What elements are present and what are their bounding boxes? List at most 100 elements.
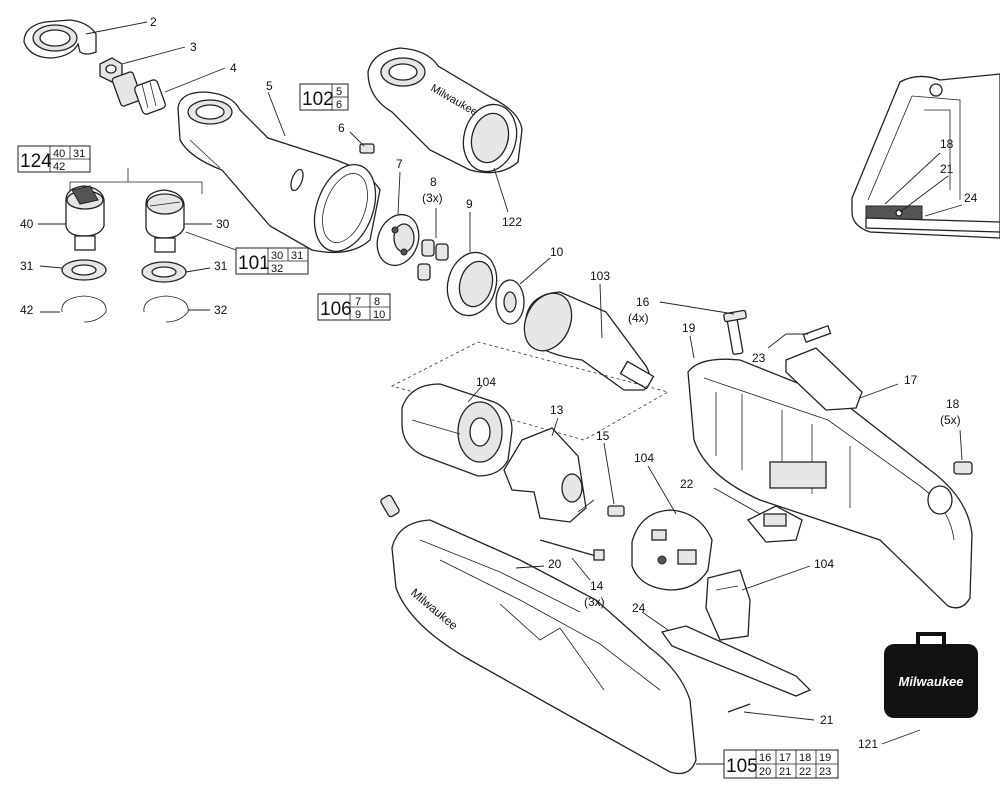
part-19-housing-half — [687, 335, 973, 609]
part-7-carrier — [376, 171, 420, 267]
part-4-anvil — [111, 67, 226, 115]
part-103-motor — [523, 283, 655, 391]
part-42-32-clips — [40, 295, 210, 323]
kit-101-id: 101 — [238, 253, 270, 274]
callout-18-right: 18 — [946, 397, 960, 411]
callout-40: 40 — [20, 217, 34, 231]
part-18-screw — [953, 429, 973, 475]
callout-18-top: 18 — [940, 137, 954, 151]
callout-5: 5 — [266, 79, 273, 93]
callout-103: 103 — [590, 269, 610, 283]
callout-122: 122 — [502, 215, 522, 229]
callout-22: 22 — [680, 477, 694, 491]
callout-14-qty: (3x) — [584, 595, 605, 609]
callout-2: 2 — [150, 15, 157, 29]
kit-124-b: 31 — [73, 148, 85, 160]
part-30-anvil — [145, 189, 237, 253]
part-104-pcb — [631, 465, 713, 591]
part-15-screw — [603, 442, 625, 517]
callout-14: 14 — [590, 579, 604, 593]
part-31-washers — [39, 259, 211, 283]
part-2-yoke — [23, 19, 148, 59]
callout-31-left: 31 — [20, 259, 34, 273]
kit-105-g: 22 — [799, 766, 811, 778]
kit-106-b: 8 — [374, 296, 380, 308]
callout-9: 9 — [466, 197, 473, 211]
kit-101-a: 30 — [271, 250, 283, 262]
callout-13: 13 — [550, 403, 564, 417]
part-screw-small — [380, 494, 400, 518]
callout-8-qty: (3x) — [422, 191, 443, 205]
kit-105-c: 18 — [799, 752, 811, 764]
kit-105-id: 105 — [726, 756, 758, 777]
kit-105-f: 21 — [779, 766, 791, 778]
kit-106-id: 106 — [320, 299, 352, 320]
kit-box-105: 105 16 17 18 19 20 21 22 23 — [696, 749, 839, 779]
callout-16-qty: (4x) — [628, 311, 649, 325]
part-40-anvil — [38, 185, 105, 251]
callout-104-switch: 104 — [814, 557, 834, 571]
housing-detail-view — [851, 73, 1000, 239]
callout-16: 16 — [636, 295, 650, 309]
callout-10: 10 — [550, 245, 564, 259]
kit-105-d: 19 — [819, 752, 831, 764]
kit-105-b: 17 — [779, 752, 791, 764]
callout-6: 6 — [338, 121, 345, 135]
part-5-head-housing — [177, 91, 381, 254]
callout-104-stator: 104 — [476, 375, 496, 389]
kit-box-102: 102 5 6 — [299, 83, 349, 111]
callout-17: 17 — [904, 373, 918, 387]
part-104-stator — [401, 383, 513, 477]
kit-102-id: 102 — [302, 89, 334, 110]
case-logo: Milwaukee — [898, 674, 963, 689]
callout-21-top: 21 — [940, 162, 954, 176]
part-16-screw — [659, 301, 747, 355]
callout-30: 30 — [216, 217, 230, 231]
kit-124-id: 124 — [20, 151, 52, 172]
callout-121: 121 — [858, 737, 878, 751]
part-20-lower-housing: Milwaukee — [391, 519, 697, 775]
part-24-plate — [641, 611, 812, 697]
callout-23: 23 — [752, 351, 766, 365]
part-9-ring-gear — [446, 212, 498, 317]
part-21-pin — [727, 703, 815, 721]
part-8-planet-gears — [417, 208, 449, 281]
callout-15: 15 — [596, 429, 610, 443]
kit-box-106: 106 7 8 9 10 — [317, 293, 391, 321]
kit-box-124: 124 40 31 42 — [17, 145, 91, 173]
kit-106-d: 10 — [373, 309, 385, 321]
callout-labels: 2 3 4 5 6 7 8 (3x) 9 10 103 122 18 21 24… — [20, 15, 978, 751]
callout-24: 24 — [632, 601, 646, 615]
kit-106-c: 9 — [355, 309, 361, 321]
callout-24-top: 24 — [964, 191, 978, 205]
callout-7: 7 — [396, 157, 403, 171]
kit-124-c: 42 — [53, 161, 65, 173]
callout-31-right: 31 — [214, 259, 228, 273]
callout-20: 20 — [548, 557, 562, 571]
kit-101-b: 31 — [291, 250, 303, 262]
callout-21: 21 — [820, 713, 834, 727]
callout-8: 8 — [430, 175, 437, 189]
callout-4: 4 — [230, 61, 237, 75]
kit-105-h: 23 — [819, 766, 831, 778]
callout-18-qty: (5x) — [940, 413, 961, 427]
part-10-washer — [495, 257, 551, 325]
part-13-bracket — [503, 417, 587, 523]
part-17-gasket — [785, 347, 899, 411]
part-121-case: Milwaukee — [881, 632, 978, 745]
part-6-screw — [349, 131, 375, 154]
callout-3: 3 — [190, 40, 197, 54]
part-22-button — [713, 487, 803, 543]
kit-102-b: 6 — [336, 99, 342, 111]
part-3-nut — [99, 46, 186, 83]
kit-105-a: 16 — [759, 752, 771, 764]
assembly-dashed-frame — [390, 341, 670, 441]
kit-box-101: 101 30 31 32 — [235, 247, 309, 275]
part-104-switch — [705, 565, 811, 641]
part-122-boot: Milwaukee — [367, 47, 523, 213]
callout-42: 42 — [20, 303, 34, 317]
kit-102-a: 5 — [336, 86, 342, 98]
kit-106-a: 7 — [355, 296, 361, 308]
